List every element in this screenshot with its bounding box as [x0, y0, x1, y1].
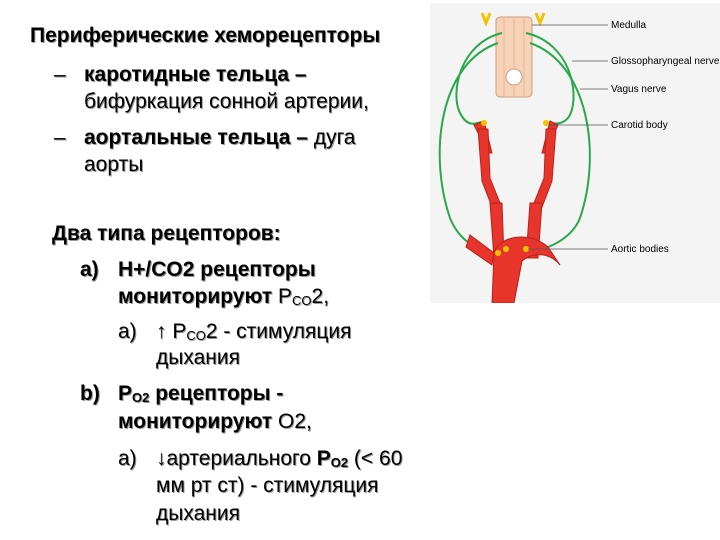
pco2-stimulation: 2 - стимуляция [205, 320, 352, 343]
aortic-bodies-line: аортальные тельца – дуга [84, 126, 355, 150]
aortic-bodies-term: аортальные тельца – [84, 126, 308, 149]
po2-subscript: O2 [330, 455, 349, 470]
mmhg-stimulation: мм рт ст) - стимуляция [156, 474, 379, 497]
h-co2-receptors: H+/CO2 рецепторы [118, 258, 316, 281]
o2-value: O2, [278, 410, 312, 433]
po2-symbol: P [316, 447, 331, 470]
monitor-word: мониторируют [118, 410, 273, 433]
po2-receptors: PO2 рецепторы - [118, 382, 283, 406]
label-leaders [528, 24, 608, 250]
central-chemoreceptor-marks [480, 12, 546, 28]
pressure-suffix: 2, [311, 285, 330, 308]
breathing-word: дыхания [156, 346, 240, 369]
aortic-bodies-desc-start: дуга [313, 126, 356, 149]
label-medulla: Medulla [611, 20, 646, 31]
list-marker-b-sub: a) [118, 447, 137, 470]
bullet-dash: – [54, 126, 66, 149]
label-carotid-body: Carotid body [611, 120, 668, 131]
list-marker-a: a) [80, 258, 99, 281]
breathing-word: дыхания [156, 502, 240, 525]
pressure-subscript: CO [292, 293, 312, 308]
slide-heading: Периферические хеморецепторы [30, 24, 381, 47]
arteries [465, 120, 561, 303]
label-vagus-nerve: Vagus nerve [611, 84, 667, 95]
label-glossopharyngeal-nerve: Glossopharyngeal nerve [611, 56, 720, 67]
list-marker-b: b) [80, 382, 100, 405]
threshold: (< 60 [348, 447, 403, 470]
po2-symbol: P [118, 382, 133, 405]
po2-stimulation-line: ↓артериального PO2 (< 60 [156, 447, 402, 471]
peripheral-chemoreceptor-marks [481, 120, 549, 256]
pco2-stimulation-line: ↑ PCO2 - стимуляция [156, 320, 352, 344]
anatomy-diagram: Medulla Glossopharyngeal nerve Vagus ner… [438, 12, 720, 303]
pressure-symbol: P [278, 285, 293, 308]
po2-subscript: O2 [132, 390, 150, 405]
monitor-word: мониторируют [118, 285, 273, 308]
h-co2-monitor-line: мониторируют PCO2, [118, 285, 329, 309]
bullet-dash: – [54, 63, 66, 86]
pco2-subscript: CO [186, 328, 206, 343]
arterial-down: ↓артериального [156, 447, 317, 470]
label-aortic-bodies: Aortic bodies [611, 244, 669, 255]
po2-monitor-line: мониторируют O2, [118, 410, 312, 434]
pco2-up: ↑ P [156, 320, 187, 343]
medulla-shape [495, 16, 533, 98]
aortic-bodies-desc: аорты [84, 153, 144, 176]
chemoreceptor-anatomy-figure: Medulla Glossopharyngeal nerve Vagus ner… [430, 3, 720, 303]
carotid-bodies-desc: бифуркация сонной артерии, [84, 90, 369, 113]
list-marker-a-sub: a) [118, 320, 137, 343]
po2-receptors-word: рецепторы - [149, 382, 284, 405]
receptor-types-heading: Два типа рецепторов: [52, 222, 281, 245]
carotid-bodies-term: каротидные тельца – [84, 63, 307, 86]
